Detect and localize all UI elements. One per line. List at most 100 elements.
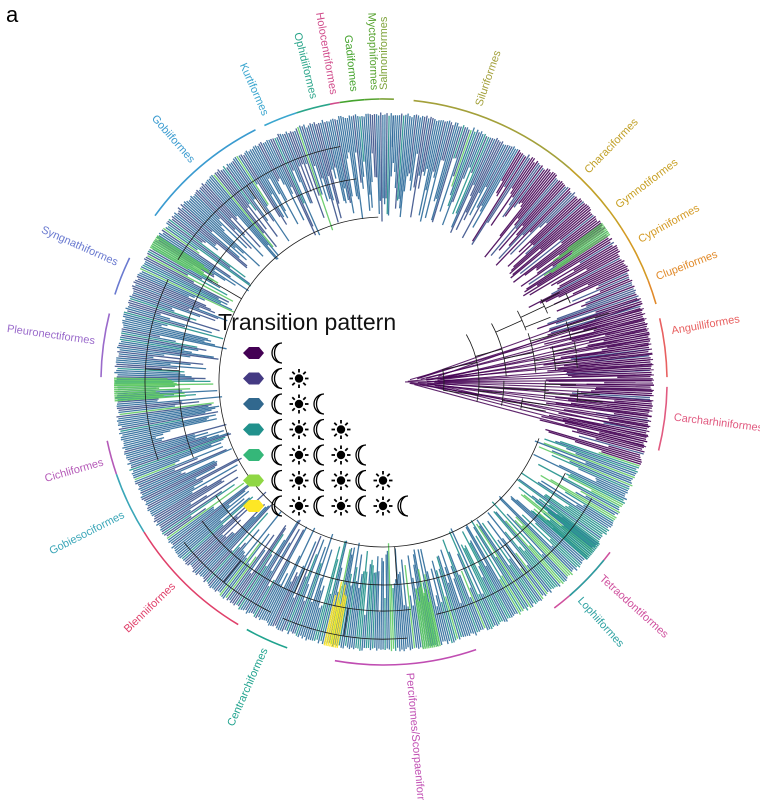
- moon-icon: [271, 342, 283, 364]
- tip-branch: [601, 342, 649, 351]
- tip-branch: [119, 338, 185, 351]
- highlight-branch: [154, 238, 213, 276]
- legend-swatch: [243, 347, 264, 359]
- tip-branch: [440, 549, 471, 637]
- tip-branch: [419, 120, 445, 222]
- tip-branch: [510, 211, 591, 279]
- tip-branch: [481, 522, 539, 603]
- basal-branch: [434, 369, 654, 382]
- tip-branch: [272, 572, 298, 627]
- clade-arc-blenniiformes: [143, 531, 239, 626]
- tip-branch: [367, 565, 374, 649]
- tip-branch: [115, 361, 207, 370]
- tip-branch: [226, 163, 269, 222]
- tip-branch: [337, 115, 353, 197]
- tip-branch: [167, 506, 215, 541]
- internal-branch: [520, 305, 545, 318]
- tip-branch: [131, 444, 212, 475]
- internal-branch: [541, 292, 560, 302]
- moon-icon: [313, 444, 325, 466]
- tip-branch: [461, 146, 513, 239]
- tip-branch: [128, 299, 191, 321]
- highlight-branch: [114, 395, 164, 400]
- highlight-branch: [114, 390, 156, 395]
- tip-branch: [469, 540, 513, 618]
- tip-branch: [547, 307, 641, 336]
- tip-branch: [573, 244, 618, 272]
- highlight-branch: [558, 225, 606, 260]
- sun-icon: [373, 471, 393, 490]
- tip-branch: [507, 198, 582, 267]
- moon-icon: [313, 469, 325, 492]
- tip-branch: [342, 116, 350, 153]
- highlight-branch: [114, 392, 160, 396]
- tip-branch: [119, 349, 165, 356]
- tip-branch: [485, 144, 509, 188]
- basal-branch: [438, 302, 643, 377]
- tip-branch: [487, 157, 531, 224]
- tip-branch: [404, 564, 416, 649]
- tip-branch: [192, 531, 234, 573]
- tip-branch: [399, 115, 411, 218]
- tip-branch: [116, 405, 220, 422]
- tip-branch: [137, 278, 212, 311]
- tip-branch: [575, 491, 616, 516]
- tip-branch: [475, 535, 522, 612]
- tip-branch: [551, 545, 578, 571]
- tip-branch: [369, 572, 375, 651]
- root-branch: [478, 386, 549, 392]
- tip-branch: [565, 473, 626, 504]
- tip-branch: [545, 428, 641, 459]
- moon-icon: [271, 469, 283, 492]
- tip-branch: [117, 398, 159, 403]
- tip-branch: [140, 460, 218, 499]
- tip-branch: [482, 576, 506, 622]
- tip-branch: [147, 252, 189, 276]
- internal-branch: [524, 316, 551, 328]
- tip-branch: [547, 363, 653, 372]
- tip-branch: [204, 183, 238, 220]
- tip-branch: [326, 121, 345, 202]
- tip-branch: [116, 357, 191, 366]
- clade-label-centrarchiformes: Centrarchiformes: [225, 646, 270, 728]
- tip-branch: [309, 123, 339, 223]
- tip-branch: [140, 472, 182, 492]
- tip-branch: [359, 571, 368, 651]
- tip-branch: [533, 453, 628, 501]
- tip-branch: [518, 546, 555, 590]
- tip-branch: [143, 262, 228, 306]
- tip-branch: [155, 503, 192, 526]
- root-branch: [442, 361, 478, 370]
- tip-branch: [509, 564, 537, 605]
- tip-branch: [574, 440, 642, 463]
- tip-branch: [127, 430, 225, 461]
- tip-branch: [225, 556, 257, 599]
- tip-branch: [444, 566, 469, 637]
- tip-branch: [117, 350, 181, 360]
- basal-branch: [426, 374, 654, 383]
- tip-branch: [567, 371, 652, 377]
- tip-branch: [236, 533, 284, 606]
- tip-branch: [559, 440, 640, 469]
- tip-branch: [122, 417, 209, 436]
- tip-branch: [338, 573, 353, 646]
- tip-branch: [281, 535, 322, 632]
- internal-branch: [521, 406, 546, 412]
- tip-branch: [394, 113, 403, 209]
- tip-branch: [400, 559, 412, 651]
- tip-branch: [188, 200, 260, 267]
- tip-branch: [464, 547, 502, 623]
- internal-branch: [567, 312, 609, 327]
- tip-branch: [566, 367, 651, 374]
- tip-branch: [392, 115, 397, 164]
- clade-label-carcharhiniformes: Carcharhiniformes: [673, 412, 760, 435]
- tip-branch: [424, 120, 451, 219]
- highlight-branch: [563, 524, 596, 551]
- tip-branch: [242, 519, 300, 611]
- tip-branch: [476, 519, 534, 604]
- tip-branch: [517, 172, 556, 219]
- tip-branch: [331, 547, 353, 647]
- tip-branch: [321, 540, 348, 645]
- tip-branch: [123, 313, 168, 327]
- root-branch: [443, 389, 479, 396]
